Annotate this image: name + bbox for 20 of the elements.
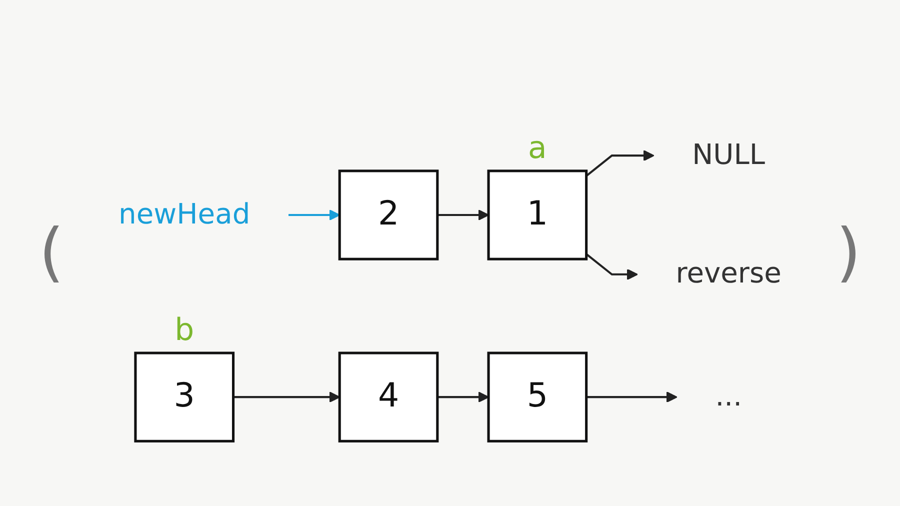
parenthesis: ) bbox=[836, 216, 861, 290]
node-box: 4 bbox=[338, 352, 439, 443]
node-box: 3 bbox=[134, 352, 235, 443]
node-text: ... bbox=[715, 381, 742, 414]
node-text: NULL bbox=[692, 140, 766, 172]
node-box: 2 bbox=[338, 170, 439, 261]
node-text: reverse bbox=[676, 258, 782, 291]
arrow bbox=[233, 392, 340, 403]
arrow bbox=[586, 392, 678, 403]
variable-label: a bbox=[528, 131, 547, 166]
arrow bbox=[586, 254, 638, 280]
node-text: newHead bbox=[118, 199, 250, 232]
arrow bbox=[437, 392, 490, 403]
arrow bbox=[586, 150, 654, 178]
variable-label: b bbox=[174, 314, 194, 349]
node-box: 5 bbox=[487, 352, 588, 443]
parenthesis: ( bbox=[39, 216, 64, 290]
node-box: 1 bbox=[487, 170, 588, 261]
arrow bbox=[437, 210, 490, 221]
arrow bbox=[288, 210, 340, 221]
